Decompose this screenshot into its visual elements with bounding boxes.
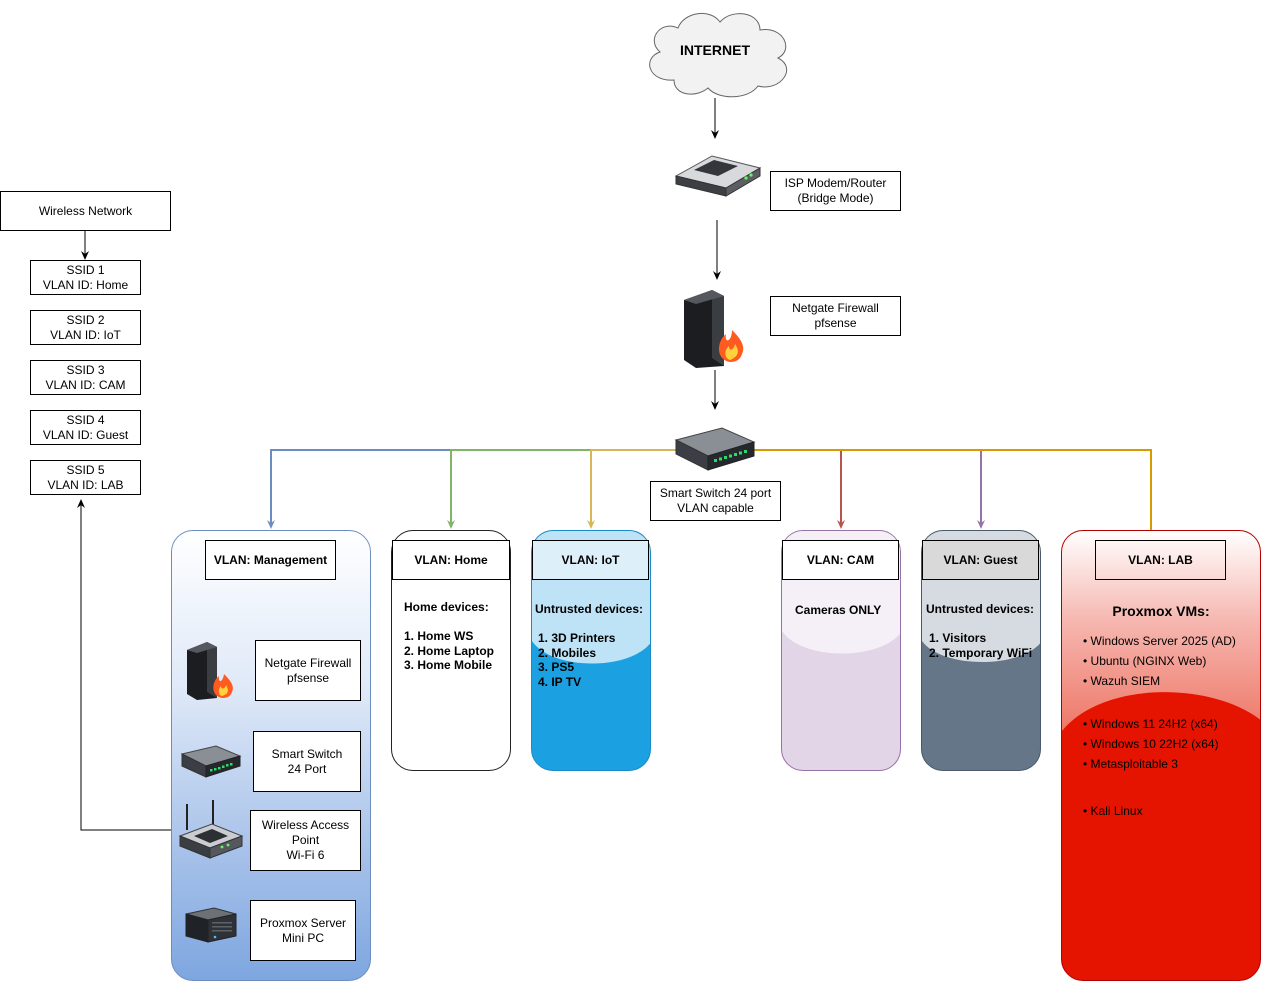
modem-label: ISP Modem/Router (Bridge Mode)	[770, 171, 901, 211]
list-item: 2. Mobiles	[538, 645, 597, 660]
list-item: • Metasploitable 3	[1083, 757, 1178, 771]
vlan-guest-list: 1. Visitors 2. Temporary WiFi	[929, 631, 1032, 660]
mgmt-switch-icon	[180, 745, 242, 778]
vlan-home-heading: Home devices:	[404, 600, 489, 614]
list-item: • Windows 10 22H2 (x64)	[1083, 737, 1219, 751]
mgmt-server-label: Proxmox Server Mini PC	[250, 900, 356, 961]
list-item: • Windows Server 2025 (AD)	[1083, 634, 1236, 648]
list-item: 3. PS5	[538, 660, 575, 674]
list-item: 1. 3D Printers	[538, 631, 616, 645]
list-item: • Kali Linux	[1083, 804, 1143, 818]
wire-vlan-lab	[754, 449, 1155, 539]
wireless-network-box: Wireless Network	[0, 191, 171, 231]
list-item: • Windows 11 24H2 (x64)	[1083, 717, 1218, 731]
vlan-lab-panel	[1061, 530, 1261, 981]
vlan-lab-list-servers: • Windows Server 2025 (AD) • Ubuntu (NGI…	[1083, 631, 1236, 691]
list-item: 2. Home Laptop	[404, 643, 495, 658]
mgmt-firewall-icon	[187, 642, 233, 700]
vlan-home-header: VLAN: Home	[392, 540, 510, 580]
ssid-5-box: SSID 5 VLAN ID: LAB	[30, 460, 141, 495]
wire-ap-ssid	[77, 499, 182, 831]
switch-label: Smart Switch 24 port VLAN capable	[650, 481, 781, 521]
ssid-4-box: SSID 4 VLAN ID: Guest	[30, 410, 141, 445]
vlan-lab-list-targets: • Windows 11 24H2 (x64) • Windows 10 22H…	[1083, 714, 1219, 774]
mgmt-server-icon	[185, 907, 237, 943]
firewall-icon	[684, 290, 744, 368]
vlan-cam-heading: Cameras ONLY	[795, 603, 882, 617]
vlan-iot-list: 1. 3D Printers 2. Mobiles 3. PS5 4. IP T…	[538, 631, 615, 689]
list-item: 4. IP TV	[538, 674, 582, 689]
vlan-management-header: VLAN: Management	[205, 540, 336, 580]
vlan-cam-header: VLAN: CAM	[782, 540, 899, 580]
vlan-home-list: 1. Home WS 2. Home Laptop 3. Home Mobile	[404, 629, 494, 673]
mgmt-switch-label: Smart Switch 24 Port	[253, 731, 361, 792]
wire-vlan-iot	[587, 449, 676, 529]
ssid-3-box: SSID 3 VLAN ID: CAM	[30, 360, 141, 395]
vlan-lab-list-attack: • Kali Linux	[1083, 801, 1143, 821]
cloud-icon	[649, 13, 788, 98]
list-item: 3. Home Mobile	[404, 658, 493, 672]
wire-vlan-management	[267, 449, 676, 529]
wireless-ap-icon	[178, 800, 244, 859]
internet-label: INTERNET	[680, 42, 750, 58]
mgmt-firewall-label: Netgate Firewall pfsense	[255, 640, 361, 701]
switch-icon	[674, 427, 756, 471]
vlan-guest-header: VLAN: Guest	[922, 540, 1039, 580]
ssid-1-box: SSID 1 VLAN ID: Home	[30, 260, 141, 295]
wire-vlan-home	[447, 449, 676, 529]
mgmt-ap-label: Wireless Access Point Wi-Fi 6	[250, 810, 361, 871]
list-item: 1. Home WS	[404, 629, 474, 643]
list-item: • Wazuh SIEM	[1083, 674, 1161, 688]
list-item: • Ubuntu (NGINX Web)	[1083, 654, 1207, 668]
modem-icon	[674, 155, 762, 197]
list-item: 2. Temporary WiFi	[929, 645, 1033, 660]
vlan-iot-header: VLAN: IoT	[532, 540, 649, 580]
vlan-guest-heading: Untrusted devices:	[926, 602, 1035, 616]
vlan-lab-header: VLAN: LAB	[1095, 540, 1226, 580]
list-item: 1. Visitors	[929, 631, 987, 645]
vlan-iot-heading: Untrusted devices:	[535, 602, 644, 616]
firewall-label: Netgate Firewall pfsense	[770, 296, 901, 336]
ssid-2-box: SSID 2 VLAN ID: IoT	[30, 310, 141, 345]
vlan-lab-heading: Proxmox VMs:	[1112, 603, 1210, 619]
